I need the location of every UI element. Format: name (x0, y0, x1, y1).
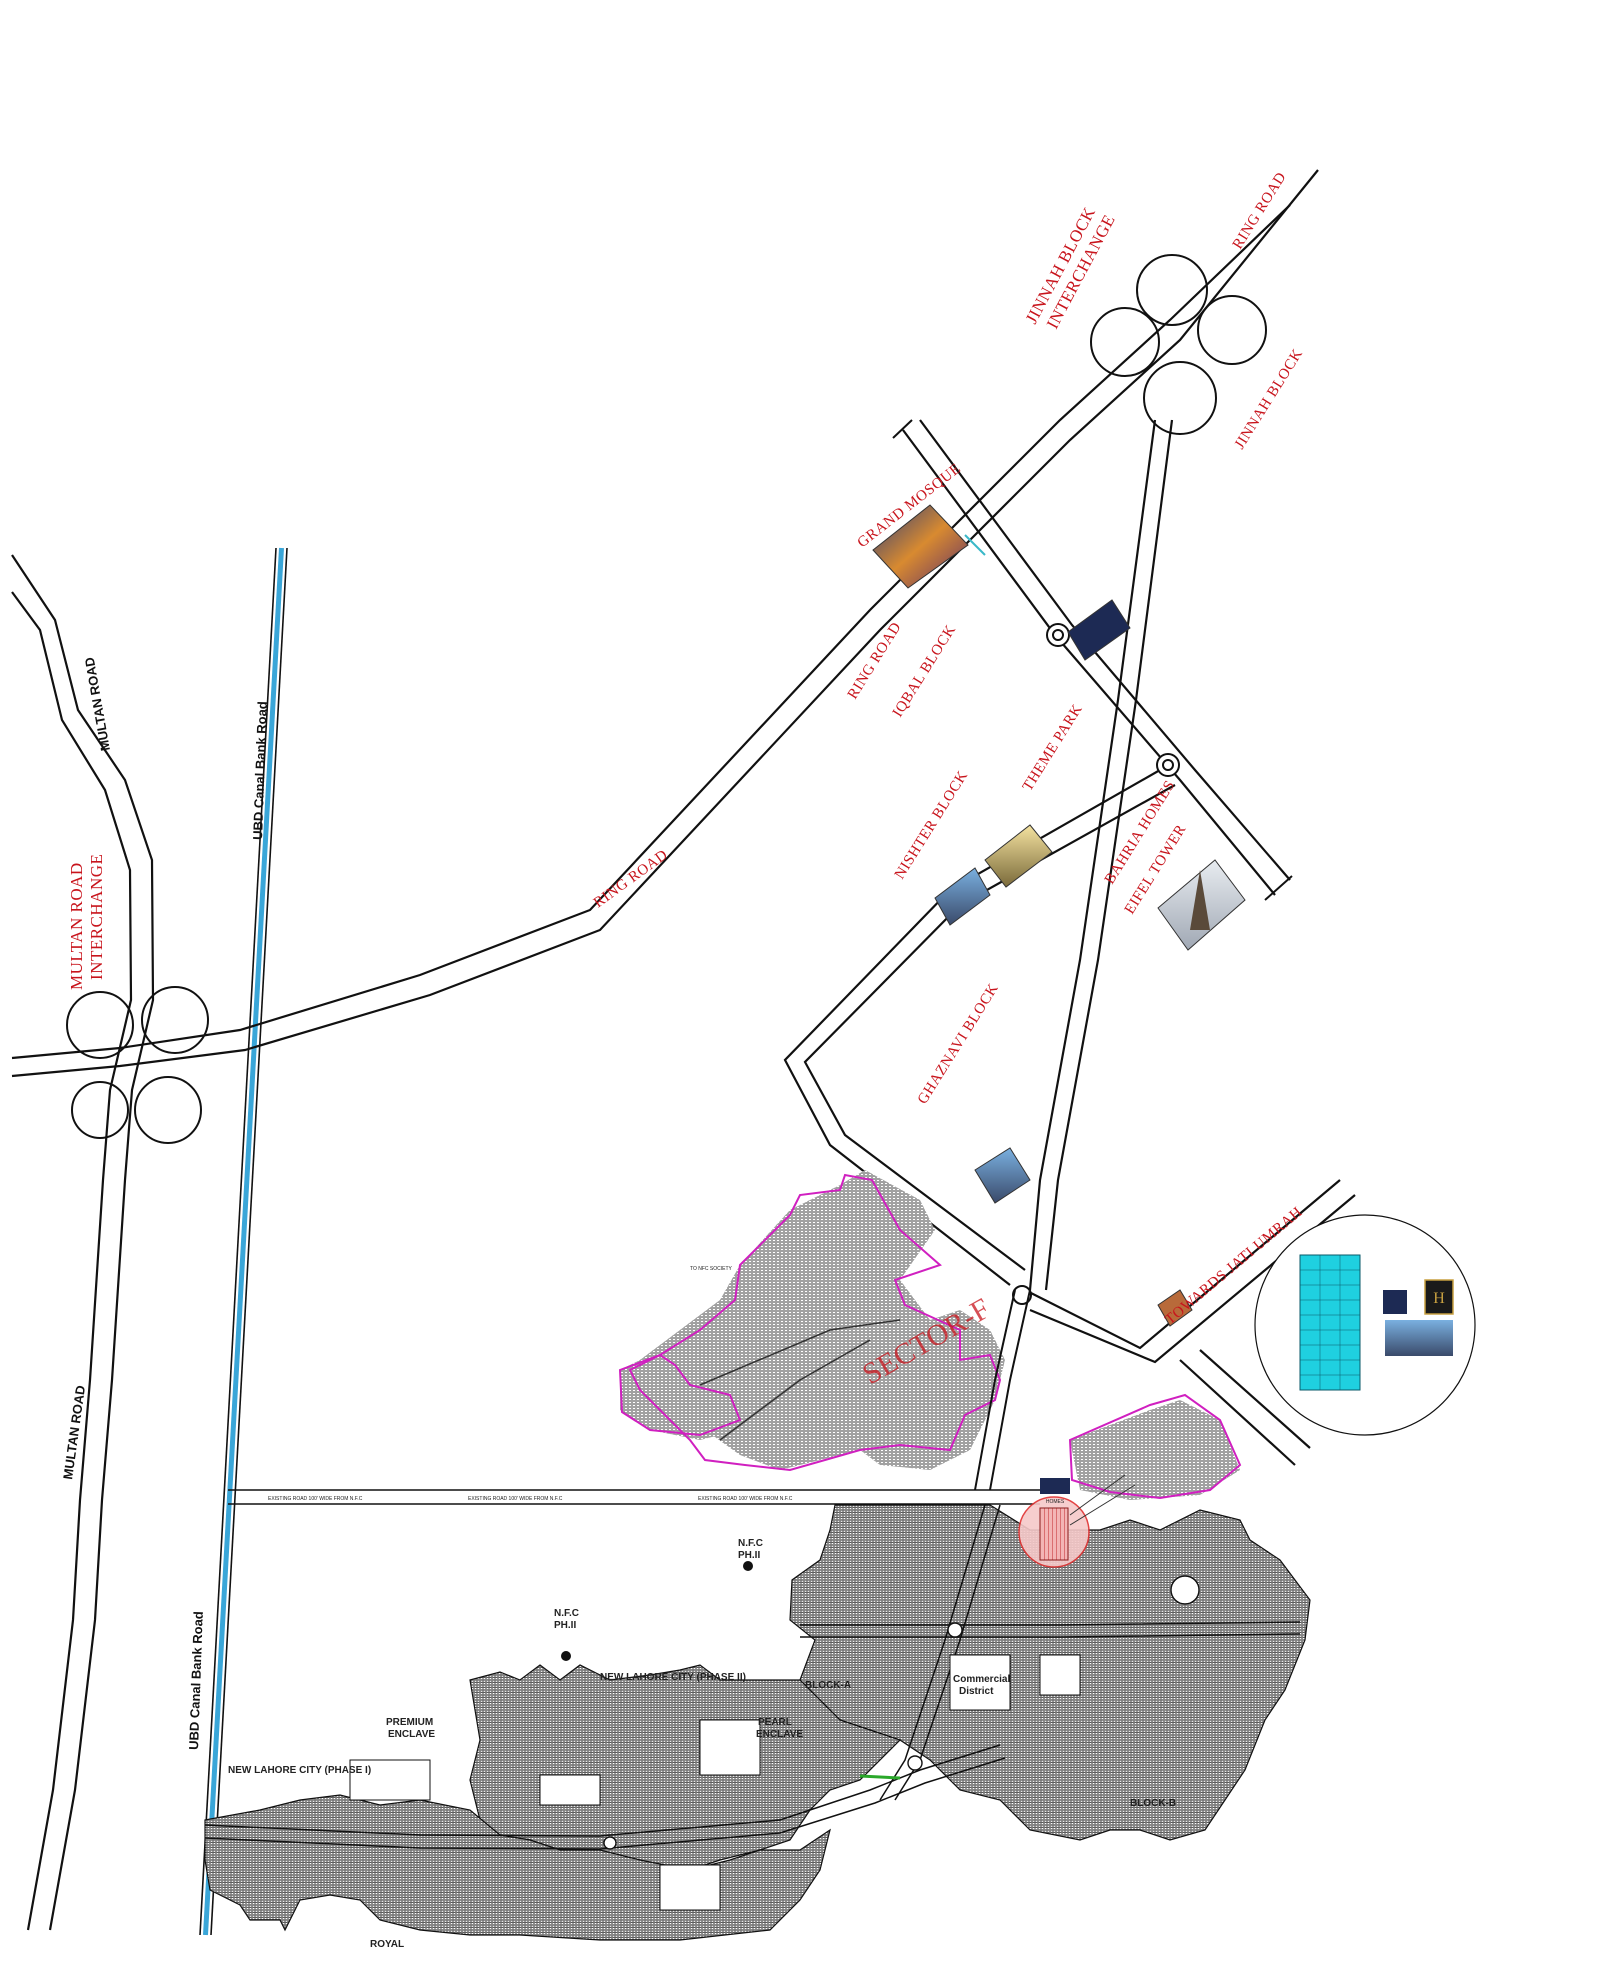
block-a-label: BLOCK-A (805, 1680, 851, 1691)
premium-enclave-l1: PREMIUM (386, 1717, 433, 1728)
ghaznavi-block-label: GHAZNAVI BLOCK (915, 981, 1002, 1107)
nishter-photo (934, 867, 991, 926)
pearl-enclave-l2: ENCLAVE (756, 1729, 803, 1740)
inset-circle: H (1254, 1214, 1476, 1436)
multan-road (11, 554, 155, 1931)
highlight-logo-caption: HOMES (1046, 1499, 1065, 1505)
multan-interchange-label-2: INTERCHANGE (87, 854, 106, 980)
grand-mosque-boulevard (892, 419, 1293, 901)
block-b-label: BLOCK-B (1130, 1798, 1176, 1809)
nfc-ph2-b-l1: N.F.C (554, 1608, 579, 1619)
commercial-l2: District (959, 1686, 994, 1697)
multan-road-label-bottom: MULTAN ROAD (60, 1384, 88, 1480)
theme-park-photo (984, 824, 1053, 888)
bahria-photo-small (1157, 1289, 1193, 1327)
ubd-canal-label-top: UBD Canal Bank Road (250, 701, 270, 840)
multan-interchange-label-1: MULTAN ROAD (67, 862, 86, 990)
existing-road-label-1: EXISTING ROAD 100' WIDE FROM N.F.C (268, 1496, 363, 1502)
grand-mosque-photo (872, 504, 969, 589)
nfc-ph2-a-l1: N.F.C (738, 1538, 763, 1549)
new-lahore-phase2-label: NEW LAHORE CITY (PHASE II) (600, 1672, 746, 1683)
ring-road (11, 169, 1319, 1078)
svg-text:H: H (1433, 1290, 1445, 1307)
nfc-ph2-b-l2: PH.II (554, 1620, 576, 1631)
multan-road-label-top: MULTAN ROAD (82, 656, 113, 752)
ring-road-label-top: RING ROAD (1230, 170, 1290, 253)
to-nfc-label: TO NFC SOCIETY (690, 1266, 733, 1272)
jinnah-interchange (1090, 254, 1267, 435)
commercial-l1: Commercial (953, 1674, 1010, 1685)
royal-label: ROYAL (370, 1939, 404, 1950)
existing-road-label-3: EXISTING ROAD 100' WIDE FROM N.F.C (698, 1496, 793, 1502)
iqbal-block-label: IQBAL BLOCK (890, 622, 959, 720)
premium-enclave-l2: ENCLAVE (388, 1729, 435, 1740)
pearl-enclave-l1: PEARL (758, 1717, 792, 1728)
landmark-photo-1 (1067, 599, 1131, 661)
ubd-canal (199, 547, 288, 1936)
existing-road-label-2: EXISTING ROAD 100' WIDE FROM N.F.C (468, 1496, 563, 1502)
jinnah-block-road (1028, 419, 1174, 1291)
theme-park-label: THEME PARK (1020, 702, 1086, 794)
multan-interchange (66, 986, 209, 1144)
ring-road-label-mid: RING ROAD (845, 620, 905, 703)
ring-road-label-left: RING ROAD (591, 847, 671, 911)
roundabouts (1012, 623, 1180, 1305)
ubd-canal-label-bottom: UBD Canal Bank Road (186, 1611, 206, 1750)
eifel-tower-photo (1157, 859, 1246, 951)
lower-developed-area (204, 1504, 1311, 1941)
bahria-homes-label: BAHRIA HOMES (1102, 778, 1179, 887)
nfc-ph2-a-l2: PH.II (738, 1550, 760, 1561)
existing-road-nfc (228, 1489, 1040, 1505)
highlight-location: HOMES (1018, 1474, 1136, 1568)
building-photo-lower (974, 1147, 1031, 1204)
sector-f-area (618, 1170, 1242, 1500)
new-lahore-phase1-label: NEW LAHORE CITY (PHASE I) (228, 1765, 371, 1776)
nishter-block-label: NISHTER BLOCK (892, 768, 972, 882)
